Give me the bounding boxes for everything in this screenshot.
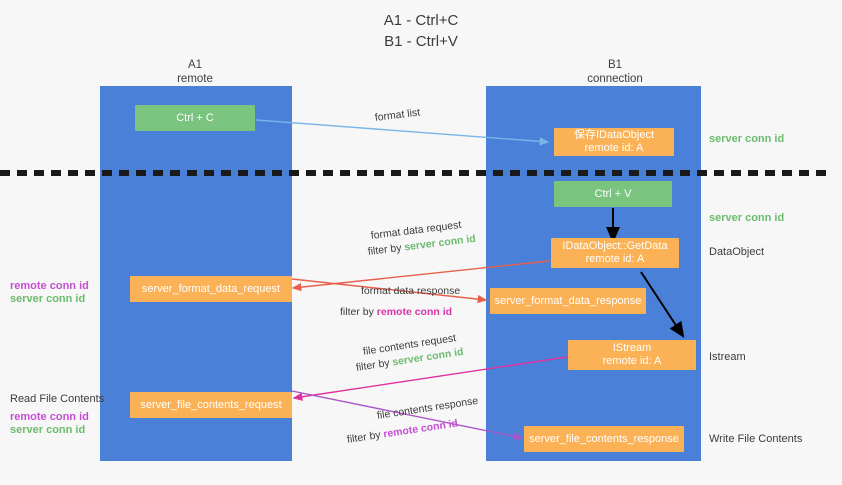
left-label-server-conn-id-1: server conn id: [10, 293, 86, 305]
filter-prefix-text: filter by: [340, 306, 377, 318]
box-server-format-data-request[interactable]: server_format_data_request: [130, 276, 292, 302]
filter-prefix-text: filter by: [367, 241, 406, 258]
filter-prefix-text: filter by: [346, 428, 385, 446]
edge-label-format-data-response: format data response: [361, 285, 461, 297]
left-label-server-conn-id-2: server conn id: [10, 424, 86, 436]
column-header-a1: A1 remote: [177, 59, 213, 85]
box-server-format-data-response[interactable]: server_format_data_response: [490, 288, 646, 314]
left-label-remote-conn-id-1: remote conn id: [10, 280, 89, 292]
box-save-idataobject[interactable]: 保存IDataObject remote id: A: [554, 128, 674, 156]
right-label-istream: Istream: [709, 351, 746, 363]
right-label-dataobject: DataObject: [709, 246, 765, 258]
box-istream[interactable]: IStream remote id: A: [568, 340, 696, 370]
edge-label-format-data-response-filter: filter by remote conn id: [340, 305, 452, 319]
column-header-b1: B1 connection: [587, 59, 643, 85]
filter-value-remote-conn-id: remote conn id: [382, 417, 459, 441]
edge-label-format-list: format list: [374, 106, 421, 124]
edge-label-file-contents-response: file contents response: [376, 394, 479, 422]
filter-value-remote-conn-id: remote conn id: [376, 306, 453, 318]
right-label-server-conn-id-2: server conn id: [709, 212, 785, 224]
box-server-file-contents-response[interactable]: server_file_contents_response: [524, 426, 684, 452]
box-server-file-contents-request[interactable]: server_file_contents_request: [130, 392, 292, 418]
filter-prefix-text: filter by: [355, 356, 394, 374]
left-label-remote-conn-id-2: remote conn id: [10, 411, 89, 423]
diagram-title: A1 - Ctrl+C B1 - Ctrl+V: [383, 12, 459, 50]
left-label-read-file-contents: Read File Contents: [10, 393, 105, 405]
right-label-write-file-contents: Write File Contents: [709, 433, 803, 445]
edge-label-file-contents-response-filter: filter by remote conn id: [346, 416, 459, 446]
box-idataobject-getdata[interactable]: IDataObject::GetData remote id: A: [551, 238, 679, 268]
box-ctrl-c[interactable]: Ctrl + C: [135, 105, 255, 131]
box-ctrl-v[interactable]: Ctrl + V: [554, 181, 672, 207]
right-label-server-conn-id-1: server conn id: [709, 133, 785, 145]
